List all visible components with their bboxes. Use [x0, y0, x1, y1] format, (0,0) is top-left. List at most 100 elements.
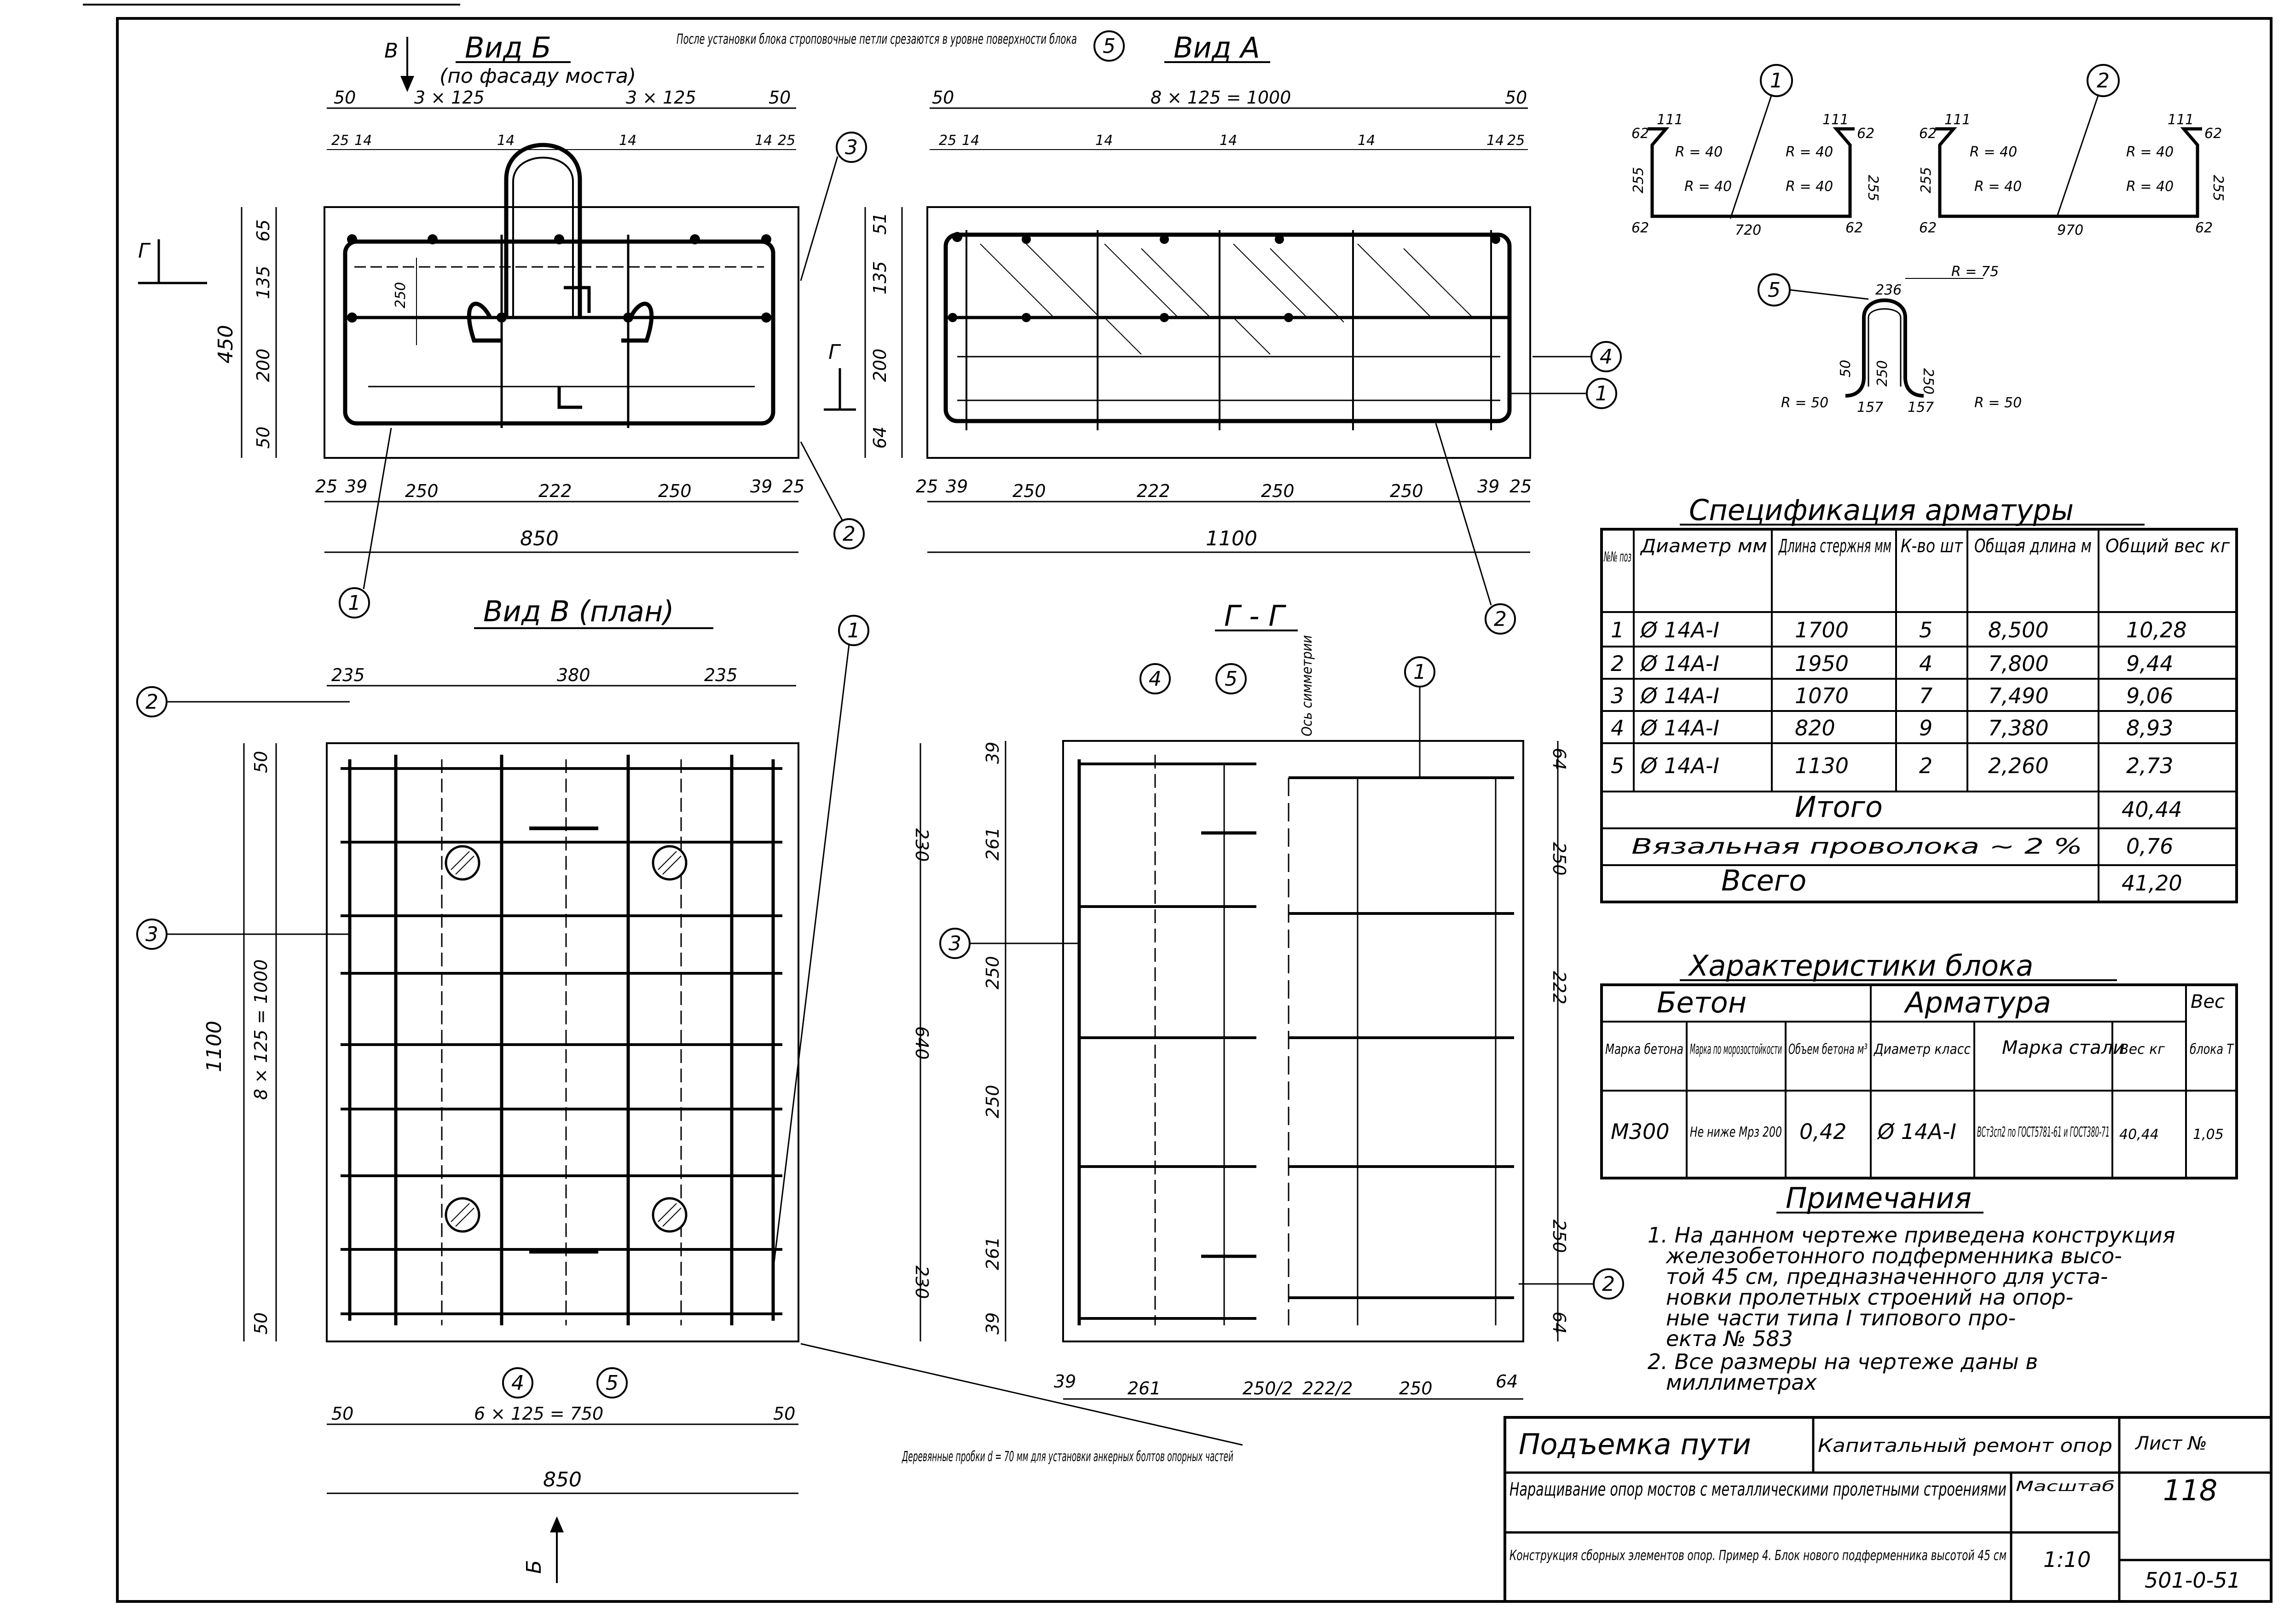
- svg-text:2,260: 2,260: [1988, 753, 2049, 778]
- svg-text:3: 3: [845, 136, 858, 159]
- svg-text:62: 62: [1631, 220, 1649, 236]
- svg-text:ВСт3сп2 по ГОСТ5781-61 и ГОСТ3: ВСт3сп2 по ГОСТ5781-61 и ГОСТ380-71: [1977, 1124, 2110, 1140]
- svg-text:Б: Б: [522, 1560, 546, 1574]
- svg-text:62: 62: [1919, 126, 1937, 142]
- svg-text:Объем бетона м³: Объем бетона м³: [1788, 1041, 1868, 1058]
- svg-text:9,44: 9,44: [2126, 651, 2173, 676]
- svg-text:1: 1: [1611, 618, 1624, 642]
- section-gg-outline: [1062, 740, 1524, 1342]
- svg-text:9,06: 9,06: [2126, 683, 2173, 708]
- view-b-arrow-label: В: [384, 39, 398, 63]
- svg-text:50: 50: [1505, 87, 1527, 108]
- svg-text:7: 7: [1919, 683, 1932, 708]
- svg-text:255: 255: [1865, 175, 1881, 201]
- svg-text:230: 230: [912, 1266, 932, 1299]
- spec-table-title: Спецификация арматуры: [1689, 493, 2074, 527]
- svg-text:50: 50: [932, 87, 954, 108]
- svg-text:255: 255: [1918, 167, 1934, 193]
- svg-text:4: 4: [1149, 667, 1162, 691]
- svg-text:235: 235: [331, 665, 365, 685]
- svg-text:Марка по морозостойкости: Марка по морозостойкости: [1690, 1041, 1782, 1058]
- svg-text:R = 40: R = 40: [1970, 144, 2017, 160]
- svg-text:7,380: 7,380: [1988, 716, 2049, 740]
- svg-text:50: 50: [251, 751, 271, 773]
- svg-text:222: 222: [538, 481, 572, 501]
- svg-text:261: 261: [1128, 1378, 1161, 1399]
- svg-text:R = 40: R = 40: [2126, 144, 2174, 160]
- svg-text:новки пролетных строений на оп: новки пролетных строений на опор-: [1666, 1285, 2073, 1310]
- svg-text:той 45 см, предназначенного дл: той 45 см, предназначенного для уста-: [1666, 1264, 2108, 1289]
- svg-text:250: 250: [1012, 481, 1046, 501]
- view-b: Вид Б (по фасаду моста) В После установк…: [138, 30, 1125, 618]
- svg-text:14: 14: [755, 133, 772, 149]
- svg-text:720: 720: [1735, 222, 1761, 238]
- svg-text:39: 39: [983, 1312, 1003, 1335]
- svg-text:Ø 14A-I: Ø 14A-I: [1640, 683, 1719, 708]
- svg-text:40,44: 40,44: [2119, 1127, 2159, 1143]
- svg-text:6 × 125 = 750: 6 × 125 = 750: [474, 1404, 603, 1424]
- svg-text:1130: 1130: [1795, 753, 1849, 778]
- svg-text:1070: 1070: [1795, 683, 1849, 708]
- svg-text:Вес: Вес: [2191, 991, 2225, 1012]
- svg-text:2: 2: [843, 522, 856, 546]
- svg-text:Ø 14A-I: Ø 14A-I: [1640, 716, 1719, 740]
- svg-text:14: 14: [1095, 133, 1113, 149]
- svg-text:Ø 14A-I: Ø 14A-I: [1640, 651, 1719, 676]
- svg-text:8,500: 8,500: [1988, 618, 2049, 642]
- title-subject: Наращивание опор мостов с металлическими…: [1509, 1479, 2007, 1500]
- svg-text:Марка стали: Марка стали: [2002, 1037, 2125, 1058]
- svg-text:Деревянные пробки d = 70 мм дл: Деревянные пробки d = 70 мм для установк…: [902, 1449, 1233, 1465]
- svg-text:640: 640: [912, 1026, 932, 1060]
- view-a-outline: [926, 206, 1531, 459]
- svg-text:250/2: 250/2: [1243, 1378, 1293, 1399]
- svg-text:50: 50: [1838, 360, 1854, 377]
- svg-text:250: 250: [1399, 1378, 1433, 1399]
- svg-text:1950: 1950: [1795, 651, 1849, 676]
- svg-text:М300: М300: [1611, 1119, 1670, 1144]
- svg-text:3 × 125: 3 × 125: [414, 87, 485, 108]
- svg-text:65: 65: [253, 220, 273, 242]
- svg-text:450: 450: [214, 325, 237, 364]
- svg-text:50: 50: [769, 87, 791, 108]
- svg-text:50: 50: [251, 1312, 271, 1335]
- svg-text:2,73: 2,73: [2126, 753, 2173, 778]
- notes-title: Примечания: [1786, 1181, 1972, 1215]
- svg-text:R = 40: R = 40: [1786, 144, 1833, 160]
- svg-text:Г: Г: [138, 239, 151, 263]
- svg-text:0,76: 0,76: [2126, 834, 2173, 859]
- svg-text:14: 14: [1220, 133, 1237, 149]
- svg-text:9: 9: [1919, 716, 1932, 740]
- svg-text:Вязальная проволока ~ 2 %: Вязальная проволока ~ 2 %: [1631, 834, 2082, 859]
- svg-text:235: 235: [704, 665, 738, 685]
- svg-text:2: 2: [1602, 1272, 1615, 1296]
- char-table-title: Характеристики блока: [1688, 949, 2033, 982]
- svg-text:Диаметр класс: Диаметр класс: [1873, 1041, 1971, 1058]
- svg-text:R = 40: R = 40: [1675, 144, 1723, 160]
- svg-text:0,42: 0,42: [1799, 1119, 1846, 1144]
- svg-text:5: 5: [1919, 618, 1932, 642]
- sheet-frame: [116, 17, 2273, 1603]
- svg-text:261: 261: [983, 1237, 1003, 1270]
- section-gg-title: Г - Г: [1224, 599, 1286, 633]
- svg-text:111: 111: [1822, 112, 1849, 128]
- svg-text:970: 970: [2057, 222, 2083, 238]
- svg-text:39: 39: [1054, 1371, 1076, 1392]
- svg-text:14: 14: [619, 133, 636, 149]
- svg-text:После установки блока стропово: После установки блока строповочные петли…: [677, 31, 1077, 47]
- svg-text:222: 222: [1549, 971, 1569, 1005]
- svg-text:14: 14: [497, 133, 515, 149]
- svg-text:250: 250: [983, 956, 1003, 989]
- svg-text:39: 39: [946, 476, 968, 497]
- svg-text:135: 135: [253, 266, 273, 299]
- svg-text:62: 62: [1631, 126, 1649, 142]
- svg-text:1: 1: [1413, 660, 1426, 684]
- svg-text:250: 250: [1549, 1219, 1569, 1253]
- svg-text:39: 39: [983, 742, 1003, 764]
- svg-text:5: 5: [1103, 35, 1116, 58]
- view-a: Вид А 50 8 × 125 = 1000 50 25 14 14 14 1…: [864, 31, 1622, 635]
- svg-text:5: 5: [1225, 667, 1238, 691]
- spec-table: Спецификация арматуры №№ поз Диаметр мм …: [1600, 493, 2238, 903]
- svg-text:850: 850: [543, 1468, 582, 1491]
- svg-text:25: 25: [1507, 133, 1525, 149]
- title-sheet-no: 118: [2163, 1474, 2217, 1507]
